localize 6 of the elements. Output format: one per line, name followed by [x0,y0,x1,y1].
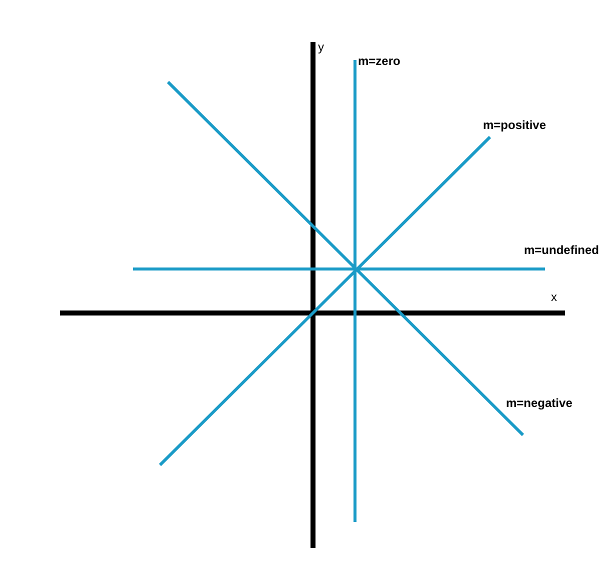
line-label: m=negative [506,396,572,410]
axis-label: x [551,290,557,304]
axis-label: y [318,40,324,54]
line-label: m=zero [358,54,400,68]
line-label: m=undefined [524,243,600,257]
line-label: m=positive [483,118,546,132]
